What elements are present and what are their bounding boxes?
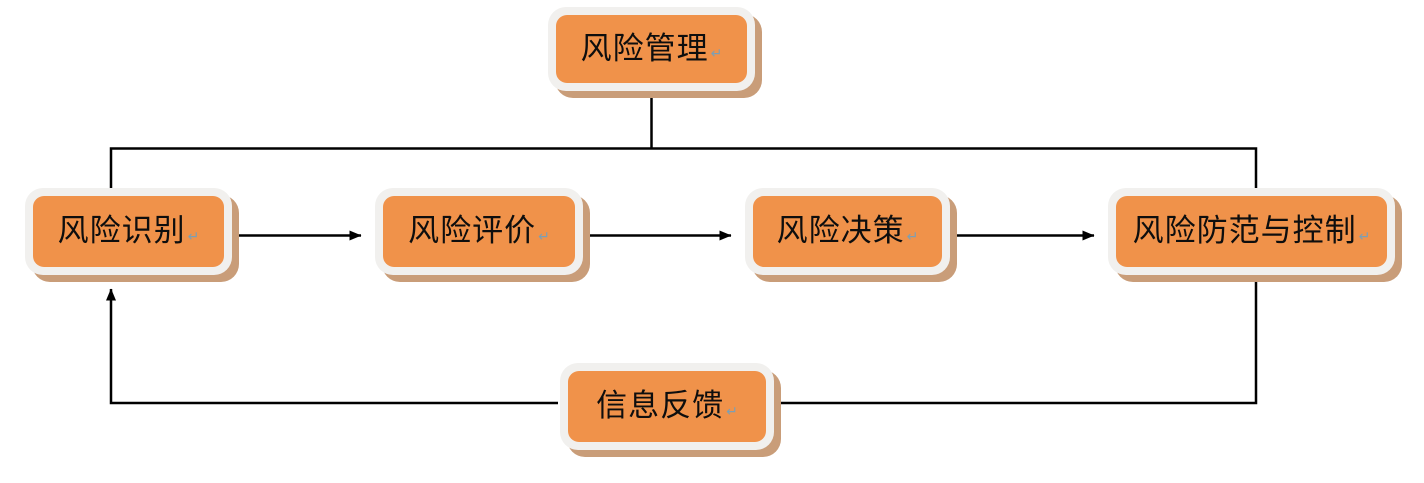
pilcrow-icon: ↵ [187,228,200,245]
node-risk-decision-body: 风险决策 ↵ [753,196,942,267]
node-information-feedback-label: 信息反馈 [596,388,725,424]
node-information-feedback[interactable]: 信息反馈 ↵ [560,363,774,450]
pilcrow-icon: ↵ [538,228,550,245]
node-risk-prevention-control-label: 风险防范与控制 [1132,213,1357,249]
node-risk-management-body: 风险管理 ↵ [556,15,747,83]
node-risk-identification-label: 风险识别 [57,213,186,249]
node-risk-management[interactable]: 风险管理 ↵ [548,7,755,91]
node-risk-prevention-control[interactable]: 风险防范与控制 ↵ [1108,188,1395,275]
node-risk-identification-body: 风险识别 ↵ [33,196,224,267]
node-risk-decision-label: 风险决策 [776,213,905,249]
pilcrow-icon: ↵ [1358,228,1371,245]
node-risk-evaluation-body: 风险评价 ↵ [383,196,575,267]
pilcrow-icon: ↵ [726,403,738,420]
connector-bus-to-prevention-control [651,147,1258,190]
node-information-feedback-body: 信息反馈 ↵ [568,371,766,442]
connector-bus-to-identification [109,147,652,190]
node-risk-management-label: 风险管理 [580,30,709,67]
pilcrow-icon: ↵ [710,46,723,62]
node-risk-prevention-control-body: 风险防范与控制 ↵ [1116,196,1387,267]
node-risk-evaluation[interactable]: 风险评价 ↵ [375,188,583,275]
node-risk-evaluation-label: 风险评价 [408,213,537,249]
pilcrow-icon: ↵ [906,228,919,245]
connector-prevention-control-to-feedback [777,275,1258,405]
node-risk-decision[interactable]: 风险决策 ↵ [745,188,950,275]
node-risk-identification[interactable]: 风险识别 ↵ [25,188,232,275]
connector-feedback-to-identification [106,288,558,405]
